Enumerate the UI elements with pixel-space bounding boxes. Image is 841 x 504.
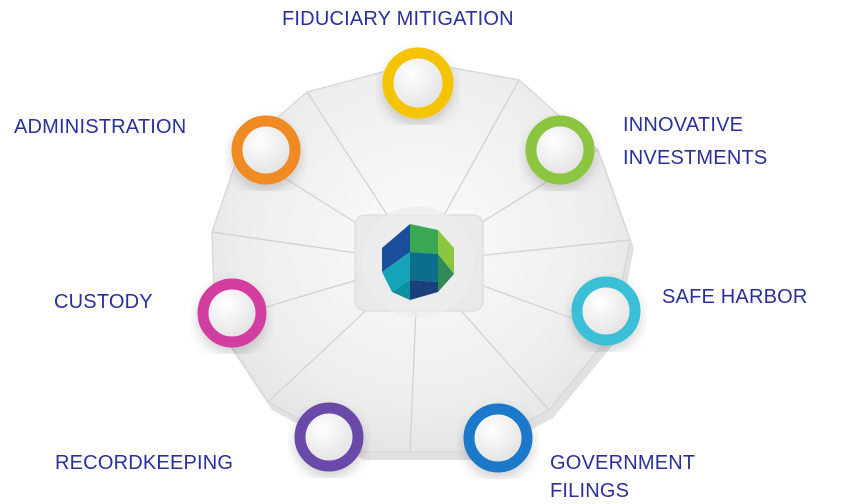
label-government-line1: GOVERNMENT bbox=[550, 452, 696, 474]
magenta-ring-icon bbox=[197, 278, 267, 348]
company-logo-icon bbox=[382, 224, 454, 300]
label-safe-harbor: SAFE HARBOR bbox=[662, 286, 808, 308]
label-custody: CUSTODY bbox=[54, 291, 153, 313]
yellow-ring-icon bbox=[382, 47, 454, 119]
green-ring-icon bbox=[525, 115, 595, 185]
label-government-line2: FILINGS bbox=[550, 480, 630, 502]
node-fiduciary bbox=[382, 47, 454, 119]
orange-ring-icon bbox=[231, 115, 301, 185]
node-administration bbox=[231, 115, 301, 185]
node-government bbox=[463, 403, 533, 473]
blue-ring-icon bbox=[463, 403, 533, 473]
node-recordkeeping bbox=[294, 402, 364, 472]
node-safe-harbor bbox=[571, 276, 641, 346]
node-custody bbox=[197, 278, 267, 348]
purple-ring-icon bbox=[294, 402, 364, 472]
label-recordkeeping: RECORDKEEPING bbox=[55, 452, 234, 474]
label-innovative-line2: INVESTMENTS bbox=[623, 147, 768, 169]
node-innovative bbox=[525, 115, 595, 185]
cyan-ring-icon bbox=[571, 276, 641, 346]
label-administration: ADMINISTRATION bbox=[14, 116, 187, 138]
label-innovative-line1: INNOVATIVE bbox=[623, 114, 744, 136]
label-fiduciary-mitigation: FIDUCIARY MITIGATION bbox=[282, 8, 514, 30]
